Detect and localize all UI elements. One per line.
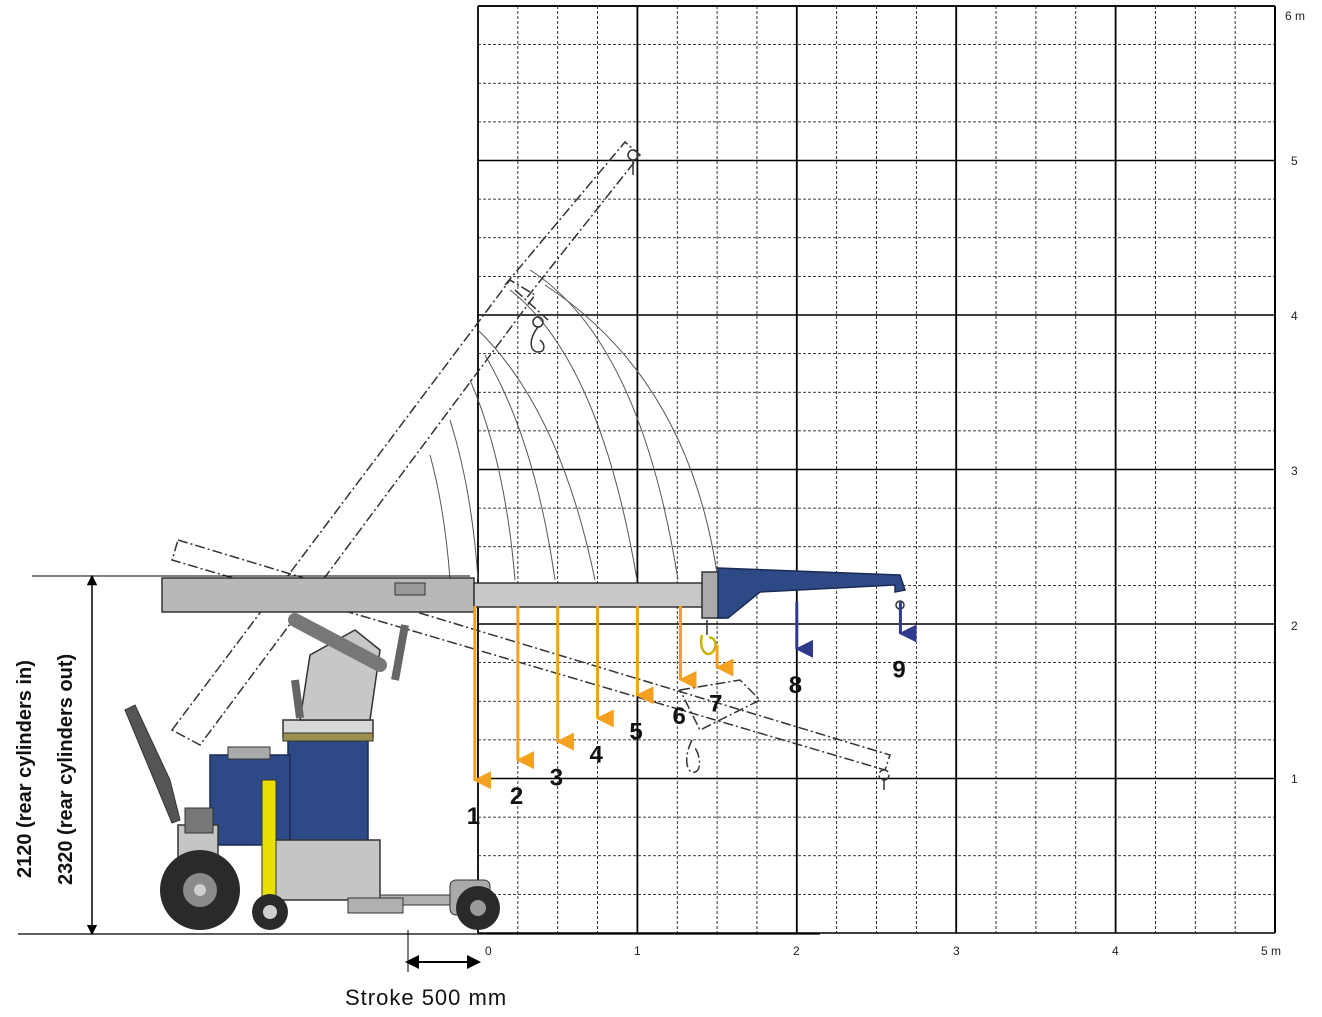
load-point-label: 3 [550, 765, 563, 792]
raised-boom-hooks [530, 149, 639, 353]
load-point-label: 9 [892, 656, 905, 683]
y-tick: 1 [1291, 772, 1298, 786]
y-tick: 5 [1291, 154, 1298, 168]
height-dimension [32, 574, 470, 936]
x-tick: 5 m [1261, 944, 1281, 958]
load-point-label: 8 [789, 672, 802, 699]
stroke-dimension [405, 930, 481, 972]
grid [477, 5, 1276, 934]
y-tick: 6 m [1285, 9, 1305, 23]
y-axis-ticks: 1 2 3 4 5 6 m [1285, 9, 1305, 786]
wheels [160, 850, 500, 930]
lowered-boom-outline [171, 539, 891, 790]
x-tick: 3 [953, 944, 960, 958]
load-point-label: 7 [709, 690, 722, 717]
load-point-label: 1 [467, 803, 480, 830]
load-point-label: 6 [672, 703, 685, 730]
x-tick: 1 [634, 944, 641, 958]
load-point-label: 4 [590, 741, 604, 768]
height-label-cylinders-out: 2320 (rear cylinders out) [55, 654, 77, 885]
load-point-label: 2 [510, 783, 523, 810]
load-point-label: 5 [629, 718, 642, 745]
y-tick: 4 [1291, 309, 1298, 323]
stroke-label: Stroke 500 mm [345, 985, 507, 1010]
x-tick: 4 [1112, 944, 1119, 958]
height-label-cylinders-in: 2120 (rear cylinders in) [14, 660, 36, 878]
y-tick: 2 [1291, 619, 1298, 633]
crane-base [124, 613, 491, 916]
x-axis-ticks: 0 1 2 3 4 5 m [485, 944, 1281, 958]
horizontal-boom [161, 571, 725, 656]
raised-boom-outline [170, 140, 642, 746]
y-tick: 3 [1291, 464, 1298, 478]
x-tick: 2 [793, 944, 800, 958]
x-tick: 0 [485, 944, 492, 958]
blue-jib [717, 567, 906, 619]
reach-arcs [429, 269, 719, 581]
